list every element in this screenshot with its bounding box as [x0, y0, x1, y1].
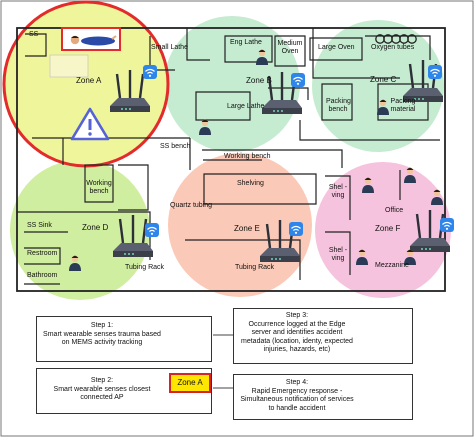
- step-4-box: Step 4: Rapid Emergency response - Simul…: [233, 374, 413, 420]
- step-2-box: Step 2: Smart wearable senses closest co…: [36, 368, 212, 414]
- wifi-icon: [290, 72, 306, 88]
- step-4-title: Step 4:: [285, 379, 309, 386]
- step-4-text: Rapid Emergency response - Simultaneous …: [240, 388, 354, 412]
- zone-f-circle: [315, 162, 451, 298]
- quartz-tubing-label: Quartz tubing: [170, 202, 213, 209]
- step-3-title: Step 3:: [285, 312, 309, 319]
- step-3-box: Step 3: Occurrence logged at the Edge se…: [233, 308, 413, 364]
- faded-label-box: [49, 54, 89, 78]
- tubing-rack-d-label: Tubing Rack: [125, 264, 165, 271]
- zone-d-label: Zone D: [82, 223, 109, 232]
- step-1-title: Step 1:: [90, 322, 114, 329]
- ss-bench-label: SS bench: [160, 143, 191, 150]
- step-1-box: Step 1: Smart wearable senses trauma bas…: [36, 316, 212, 362]
- shelving-f-bottom-label: Shel -ving: [328, 247, 348, 262]
- restroom-label: Restroom: [27, 250, 58, 257]
- zone-c-label: Zone C: [370, 75, 397, 84]
- working-bench-top-label: Working bench: [224, 153, 271, 160]
- tubing-rack-e-label: Tubing Rack: [235, 264, 275, 271]
- zone-a-label: Zone A: [76, 76, 102, 85]
- oxygen-tubes-label: Oxygen tubes: [371, 44, 415, 51]
- step-2-text: Smart wearable senses closest connected …: [53, 386, 151, 402]
- wifi-icon: [288, 221, 304, 237]
- zone-d-circle: [10, 160, 150, 300]
- step-3-text: Occurrence logged at the Edge server and…: [241, 321, 353, 354]
- ss-label: SS: [29, 31, 39, 38]
- zone-f-label: Zone F: [375, 224, 401, 233]
- large-oven-label: Large Oven: [318, 44, 355, 51]
- mezzanine-label: Mezzanine: [375, 262, 409, 269]
- medium-oven-label: Medium Oven: [277, 40, 303, 55]
- zone-b-circle: [164, 16, 300, 152]
- step-connectors: [213, 334, 233, 389]
- building-outline: [16, 27, 446, 292]
- large-lathe-label: Large Lathe: [227, 103, 265, 110]
- wifi-icon: [144, 222, 160, 238]
- wifi-icon: [439, 217, 455, 233]
- office-label: Office: [385, 207, 404, 214]
- zone-b-label: Zone B: [246, 76, 272, 85]
- step-2-zone-badge: Zone A: [169, 373, 211, 393]
- packing-bench-label: Packing bench: [326, 98, 351, 113]
- shelving-f-top-label: Shel -ving: [328, 184, 348, 199]
- oxygen-tubes-icon: [375, 34, 417, 44]
- shelving-mid-label: Shelving: [237, 180, 264, 187]
- ss-sink-label: SS Sink: [27, 222, 52, 229]
- working-bench-left-label: Working bench: [86, 180, 112, 195]
- zone-e-label: Zone E: [234, 224, 260, 233]
- wifi-icon: [427, 64, 443, 80]
- step-1-text: Smart wearable senses trauma based on ME…: [43, 331, 161, 347]
- wifi-icon: [142, 64, 158, 80]
- walls: [17, 28, 440, 285]
- packing-material-label: Packing material: [390, 98, 416, 113]
- zone-a-circle: [2, 0, 170, 168]
- eng-lathe-label: Eng Lathe: [230, 39, 262, 46]
- injured-person-icon: [70, 35, 117, 46]
- step-2-title: Step 2:: [90, 377, 114, 384]
- small-lathe-label: Small Lathe: [151, 44, 188, 51]
- bathroom-label: Bathroom: [27, 272, 58, 279]
